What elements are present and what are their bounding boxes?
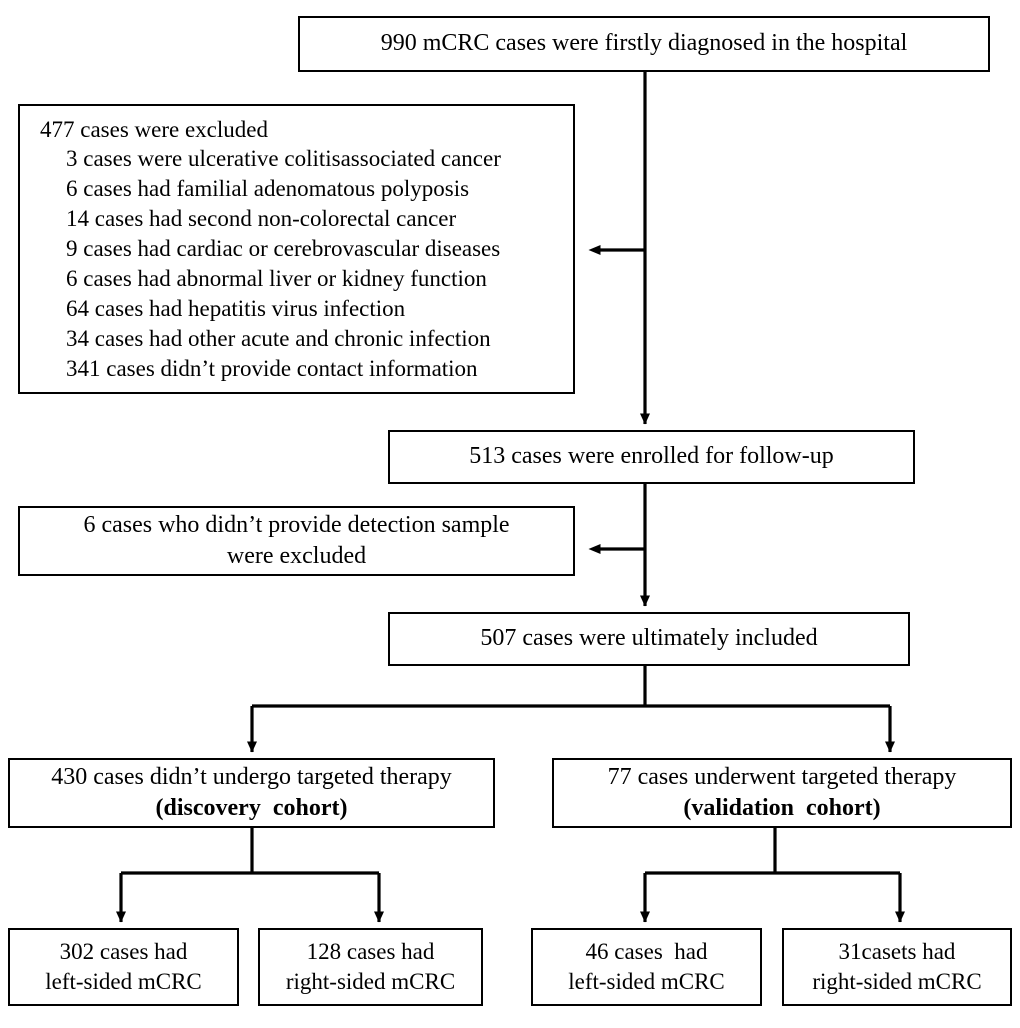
node-exclusions: 477 cases were excluded 3 cases were ulc… [18,104,575,394]
node-discovery-cohort: 430 cases didn’t undergo targeted therap… [8,758,495,828]
node-validation-right-sided-line2: right-sided mCRC [812,969,982,994]
node-total-diagnosed-label: 990 mCRC cases were firstly diagnosed in… [380,30,908,57]
node-no-sample-excluded-line2: were excluded [226,543,367,569]
node-validation-cohort-line1: 77 cases underwent targeted therapy [607,763,957,790]
node-enrolled-followup-label: 513 cases were enrolled for follow-up [469,443,834,470]
exclusion-item: 9 cases had cardiac or cerebrovascular d… [66,236,501,262]
node-no-sample-excluded-line1: 6 cases who didn’t provide detection sam… [83,511,510,538]
node-enrolled-followup: 513 cases were enrolled for follow-up [388,430,915,484]
node-discovery-left-sided-line2: left-sided mCRC [45,969,202,994]
exclusion-item: 341 cases didn’t provide contact informa… [66,355,478,381]
node-discovery-left-sided: 302 cases had left-sided mCRC [8,928,239,1006]
exclusion-item: 64 cases had hepatitis virus infection [66,295,406,321]
exclusion-heading: 477 cases were excluded [40,116,268,142]
exclusion-item: 14 cases had second non-colorectal cance… [66,206,457,232]
exclusion-item: 6 cases had abnormal liver or kidney fun… [66,265,487,291]
node-validation-cohort: 77 cases underwent targeted therapy (val… [552,758,1012,828]
node-discovery-cohort-line2: (discovery cohort) [155,795,348,821]
node-no-sample-excluded: 6 cases who didn’t provide detection sam… [18,506,575,576]
node-ultimately-included: 507 cases were ultimately included [388,612,910,666]
node-discovery-right-sided-line1: 128 cases had [306,939,435,965]
node-validation-left-sided-line1: 46 cases had [585,939,708,965]
node-validation-right-sided: 31casets had right-sided mCRC [782,928,1012,1006]
node-ultimately-included-label: 507 cases were ultimately included [480,625,818,652]
node-total-diagnosed: 990 mCRC cases were firstly diagnosed in… [298,16,990,72]
node-validation-cohort-line2: (validation cohort) [683,795,881,821]
node-discovery-cohort-line1: 430 cases didn’t undergo targeted therap… [51,763,452,790]
exclusion-item: 34 cases had other acute and chronic inf… [66,325,491,351]
exclusion-item: 3 cases were ulcerative colitisassociate… [66,146,501,172]
node-discovery-left-sided-line1: 302 cases had [59,939,188,965]
exclusion-item: 6 cases had familial adenomatous polypos… [66,176,470,202]
node-discovery-right-sided: 128 cases had right-sided mCRC [258,928,483,1006]
node-discovery-right-sided-line2: right-sided mCRC [285,969,456,994]
node-validation-left-sided-line2: left-sided mCRC [568,969,725,994]
node-validation-left-sided: 46 cases had left-sided mCRC [531,928,762,1006]
node-validation-right-sided-line1: 31casets had [838,939,956,965]
